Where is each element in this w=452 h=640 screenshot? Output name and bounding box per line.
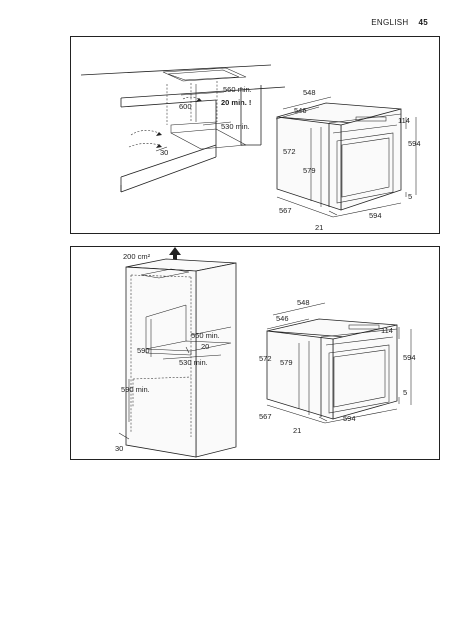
cabinet-niche [120,81,262,193]
dim-572: 572 [259,354,272,363]
oven-dimension-lines [275,96,417,218]
dim-572: 572 [283,147,296,156]
dim-579: 579 [280,358,293,367]
cabinet-dimension-lines [118,319,232,440]
worktop [80,64,286,108]
page-header: ENGLISH 45 [371,18,428,27]
airflow-arrows [128,96,202,148]
dim-590-min: 590 min. [121,385,150,394]
dim-548: 548 [303,88,316,97]
dim-20: 20 [201,342,209,351]
dim-5: 5 [403,388,407,397]
dim-567: 567 [259,412,272,421]
page-number: 45 [418,18,428,27]
oven-dimension-lines [266,302,412,424]
dim-590: 590 [137,346,150,355]
dim-594-bottom: 594 [343,414,356,423]
dim-20-min-warning: 20 min. ! [221,98,251,107]
dim-594-bottom: 594 [369,211,382,220]
top-niche-dimensions [155,84,232,152]
dim-21: 21 [315,223,323,232]
dim-579: 579 [303,166,316,175]
dim-30: 30 [115,444,123,453]
language-label: ENGLISH [371,18,409,27]
dim-548: 548 [297,298,310,307]
figure-under-worktop-installation: 560 min. 20 min. ! 600 530 min. 30 [70,36,440,234]
diagram-under-worktop: 560 min. 20 min. ! 600 530 min. 30 [80,64,421,232]
tall-cabinet [125,258,237,458]
dim-5: 5 [408,192,412,201]
dim-114: 114 [381,326,393,335]
dim-114: 114 [398,116,410,125]
dim-600: 600 [179,102,192,111]
dim-530-min: 530 min. [179,358,208,367]
dim-30: 30 [160,148,168,157]
oven-3d [276,102,402,211]
figure-tall-cabinet-installation: 200 cm² [70,246,440,460]
dim-546: 546 [294,106,307,115]
dim-560-min: 560 min. [191,331,220,340]
dim-546: 546 [276,314,289,323]
diagram-tall-cabinet: 200 cm² [115,247,416,458]
dim-200-cm2: 200 cm² [123,252,151,261]
dim-567: 567 [279,206,292,215]
dim-594-right: 594 [403,353,416,362]
dim-594-right: 594 [408,139,421,148]
ventilation-arrow-icon [169,247,181,261]
oven-3d [266,318,398,420]
dim-530-min: 530 min. [221,122,250,131]
dim-560-min: 560 min. [223,85,252,94]
dim-21: 21 [293,426,301,435]
